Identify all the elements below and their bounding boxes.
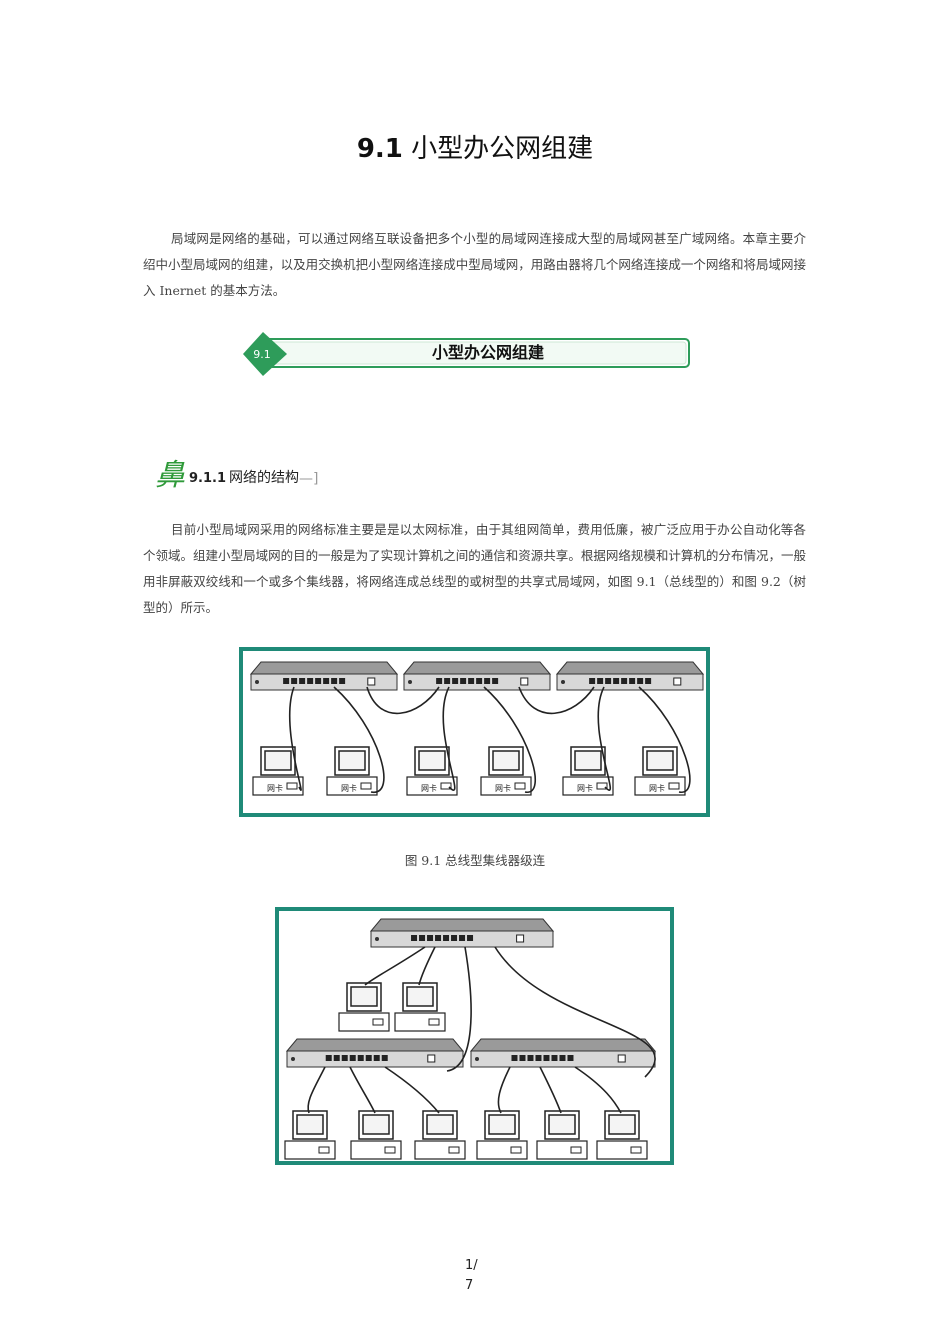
body-paragraph: 目前小型局域网采用的网络标准主要是是以太网标准，由于其组网简单，费用低廉，被广泛… [143,522,806,615]
page-total: 7 [465,1278,474,1293]
page-current: 1/ [465,1258,478,1273]
section-banner: 9.1 小型办公网组建 [243,332,690,376]
cable-line [364,946,426,986]
network-card-label: 网卡 [577,783,593,793]
subsection-mark: 鼻 [155,458,185,493]
cable-line [307,1066,326,1114]
computer-icon [476,1110,528,1160]
cable-line [597,686,611,791]
computer-icon: 网卡 [406,746,458,796]
cable-line [418,946,436,986]
subsection-heading: 鼻 9.1.1 网络的结构 —] [155,458,318,492]
computer-icon [536,1110,588,1160]
title-text: 小型办公网组建 [411,134,594,164]
banner-number: 9.1 [253,348,271,361]
network-card-label: 网卡 [649,783,665,793]
computer-icon [350,1110,402,1160]
hub-icon [285,1038,465,1068]
figure1-caption: 图 9.1 总线型集线器级连 [404,853,546,868]
cable-line [446,946,472,1072]
computer-icon: 网卡 [326,746,378,796]
cable-line [494,946,656,1078]
network-card-label: 网卡 [267,783,283,793]
network-card-label: 网卡 [495,783,511,793]
subsection-number: 9.1.1 [189,471,227,486]
title-number: 9.1 [356,134,403,164]
hub-icon [249,661,399,691]
cable-line [333,686,385,793]
cable-line [518,686,595,715]
subsection-dash: —] [299,471,319,487]
hub-icon [402,661,552,691]
banner-label: 小型办公网组建 [432,343,544,362]
intro-paragraph: 局域网是网络的基础，可以通过网络互联设备把多个小型的局域网连接成大型的局域网甚至… [143,231,806,298]
computer-icon [394,982,446,1032]
cable-line [366,686,440,715]
computer-icon [284,1110,336,1160]
cable-line [483,686,537,793]
cable-line [288,686,302,791]
computer-icon [338,982,390,1032]
page-number: 1/ 7 [465,1256,485,1296]
computer-icon: 网卡 [634,746,686,796]
subsection-text: 网络的结构 [229,470,300,486]
computer-icon: 网卡 [252,746,304,796]
network-card-label: 网卡 [421,783,437,793]
computer-icon [596,1110,648,1160]
hub-icon [469,1038,657,1068]
cable-line [497,1066,511,1114]
cable-line [638,686,691,793]
page-title: 9.1 小型办公网组建 [0,128,950,165]
cable-line [384,1066,440,1114]
hub-icon [369,918,555,948]
cable-line [574,1066,622,1114]
figure-tree-topology [275,907,674,1165]
cable-line [349,1066,376,1114]
computer-icon: 网卡 [480,746,532,796]
figure-bus-topology: 网卡 网卡 网卡 网卡 网卡 网卡 [239,647,710,817]
computer-icon [414,1110,466,1160]
cable-line [442,686,456,791]
hub-icon [555,661,705,691]
network-card-label: 网卡 [341,783,357,793]
cable-line [539,1066,562,1114]
